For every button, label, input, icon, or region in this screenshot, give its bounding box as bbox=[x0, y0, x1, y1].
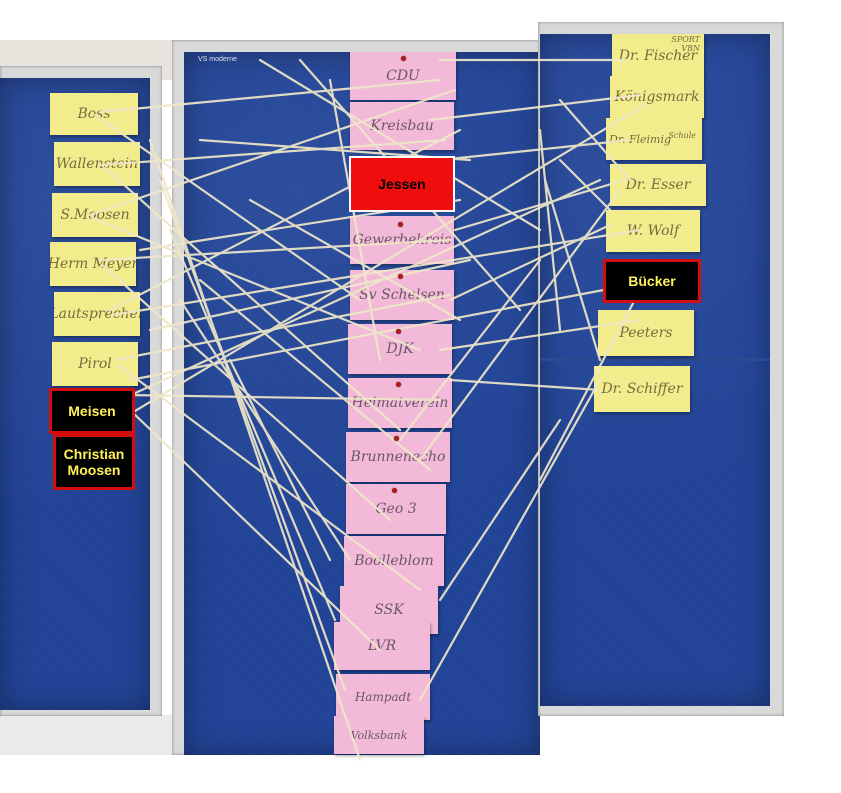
card-boss: Boss bbox=[50, 93, 138, 135]
pin bbox=[396, 382, 401, 387]
pin bbox=[392, 488, 397, 493]
pin bbox=[396, 329, 401, 334]
frame-brand-label: VS moderne bbox=[198, 56, 237, 63]
card-boolleblom: Boolleblom bbox=[344, 536, 444, 586]
card-meyer: Herm Meyer bbox=[50, 242, 136, 286]
card-fleimig-note: Schule bbox=[668, 131, 696, 140]
card-volksbank: Volksbank bbox=[334, 716, 424, 754]
card-peeters: Peeters bbox=[598, 310, 694, 356]
tag-christian-moosen: Christian Moosen bbox=[53, 434, 135, 490]
card-esser: Dr. Esser bbox=[610, 164, 706, 206]
card-fischer-note: SPORT VBN bbox=[671, 35, 700, 53]
card-schiffer: Dr. Schiffer bbox=[594, 366, 690, 412]
card-wolf: W. Wolf bbox=[606, 210, 700, 252]
card-hampadt: Hampadt bbox=[336, 674, 430, 720]
card-pirol: Pirol bbox=[52, 342, 138, 386]
card-s-moosen: S.Moosen bbox=[52, 193, 138, 237]
card-fleimig: Dr. Fleimig Schule bbox=[606, 118, 702, 160]
card-lvr: LVR bbox=[334, 622, 430, 670]
card-fischer: Dr. Fischer SPORT VBN bbox=[612, 34, 704, 78]
card-lautsprecher: Lautsprecher bbox=[54, 292, 140, 336]
tag-jessen: Jessen bbox=[349, 156, 455, 212]
card-wallenstein: Wallenstein bbox=[54, 142, 140, 186]
card-kreisbau: Kreisbau bbox=[350, 102, 454, 150]
pin bbox=[394, 436, 399, 441]
pin bbox=[398, 222, 403, 227]
right-board-seam bbox=[540, 358, 770, 361]
pin bbox=[398, 274, 403, 279]
tag-meisen: Meisen bbox=[49, 388, 135, 434]
card-koenigsmark: Königsmark bbox=[610, 76, 704, 118]
tag-buecker: Bücker bbox=[603, 259, 701, 303]
pin bbox=[401, 56, 406, 61]
